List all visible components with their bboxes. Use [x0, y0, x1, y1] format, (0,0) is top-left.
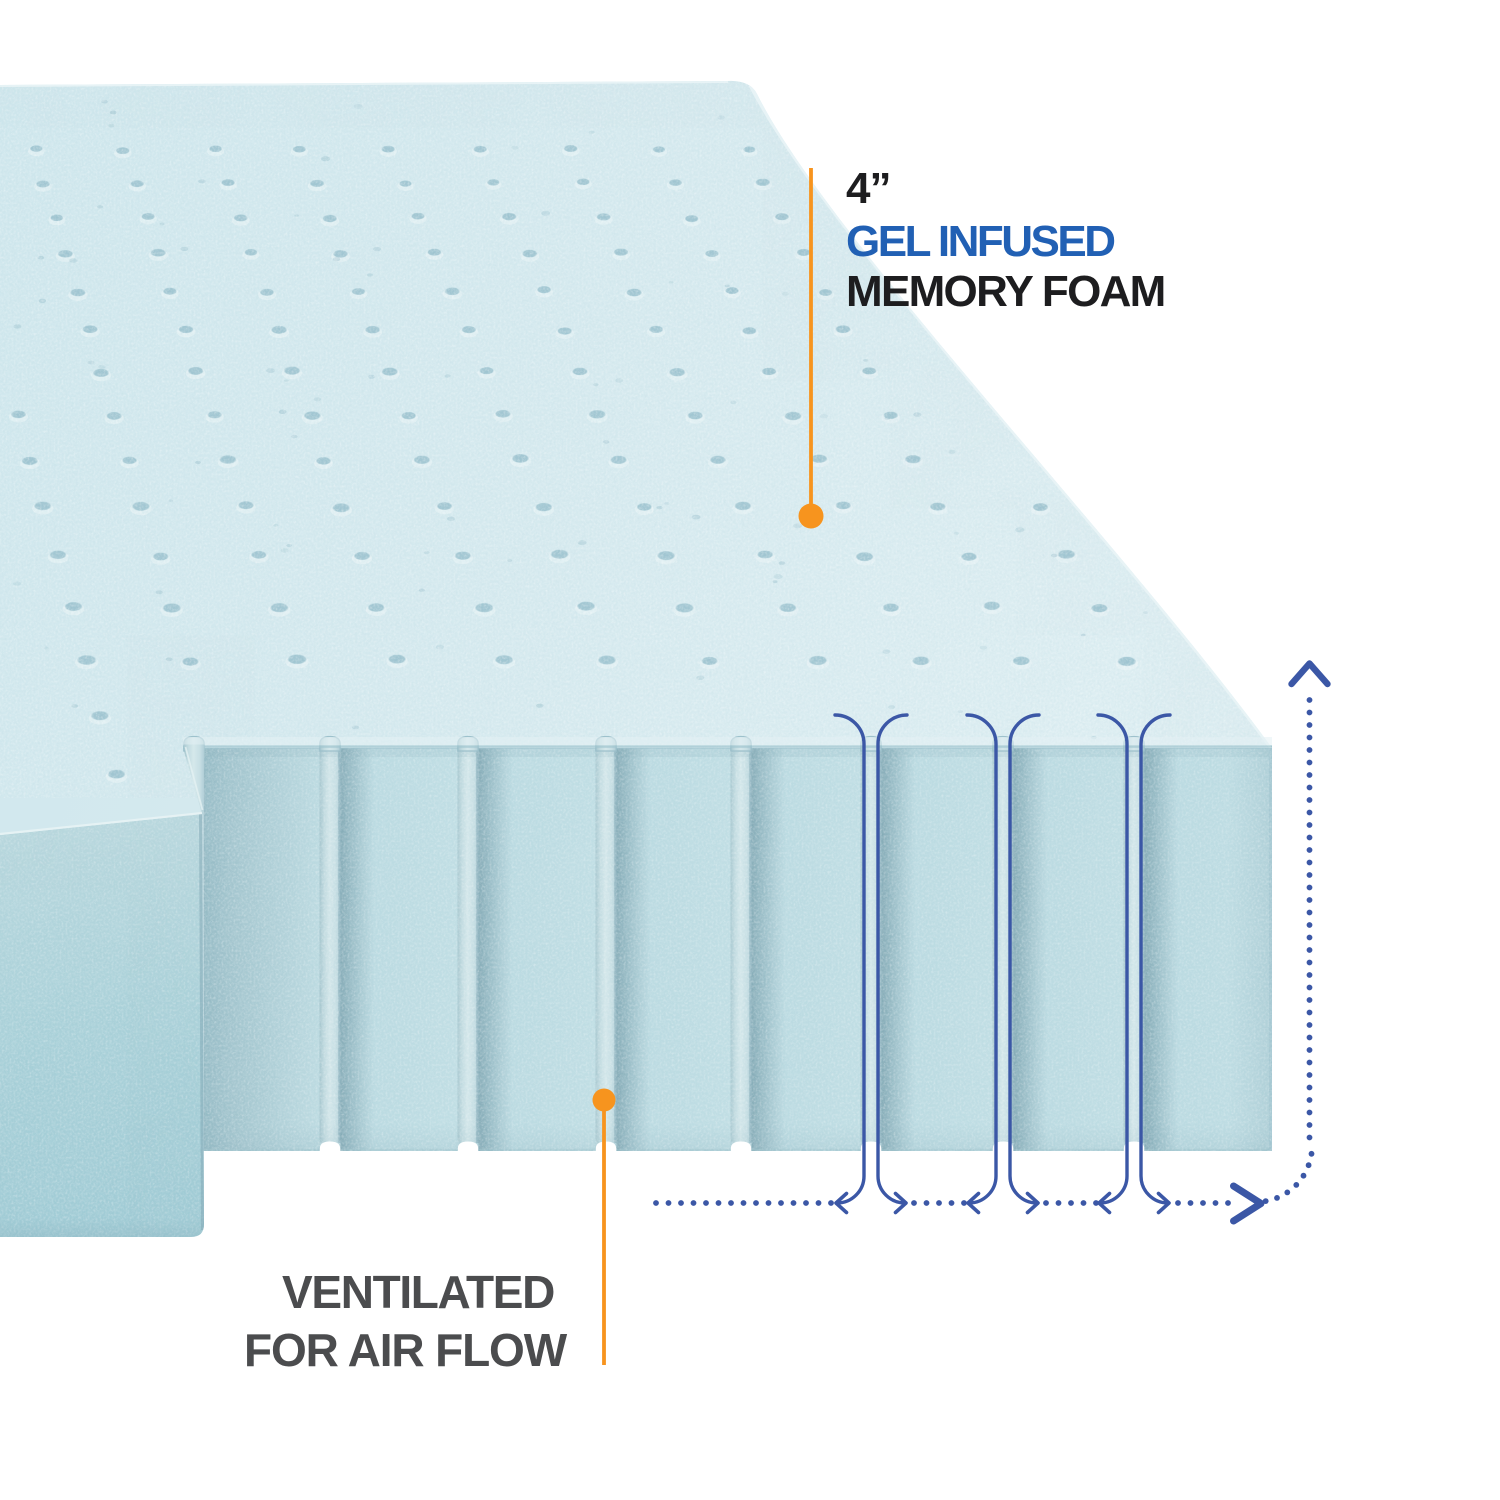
- svg-text:MEMORY FOAM: MEMORY FOAM: [846, 267, 1165, 316]
- svg-text:VENTILATED: VENTILATED: [282, 1266, 554, 1318]
- svg-text:GEL INFUSED: GEL INFUSED: [846, 217, 1114, 266]
- svg-text:4”: 4”: [846, 164, 890, 213]
- svg-text:FOR AIR FLOW: FOR AIR FLOW: [244, 1324, 568, 1376]
